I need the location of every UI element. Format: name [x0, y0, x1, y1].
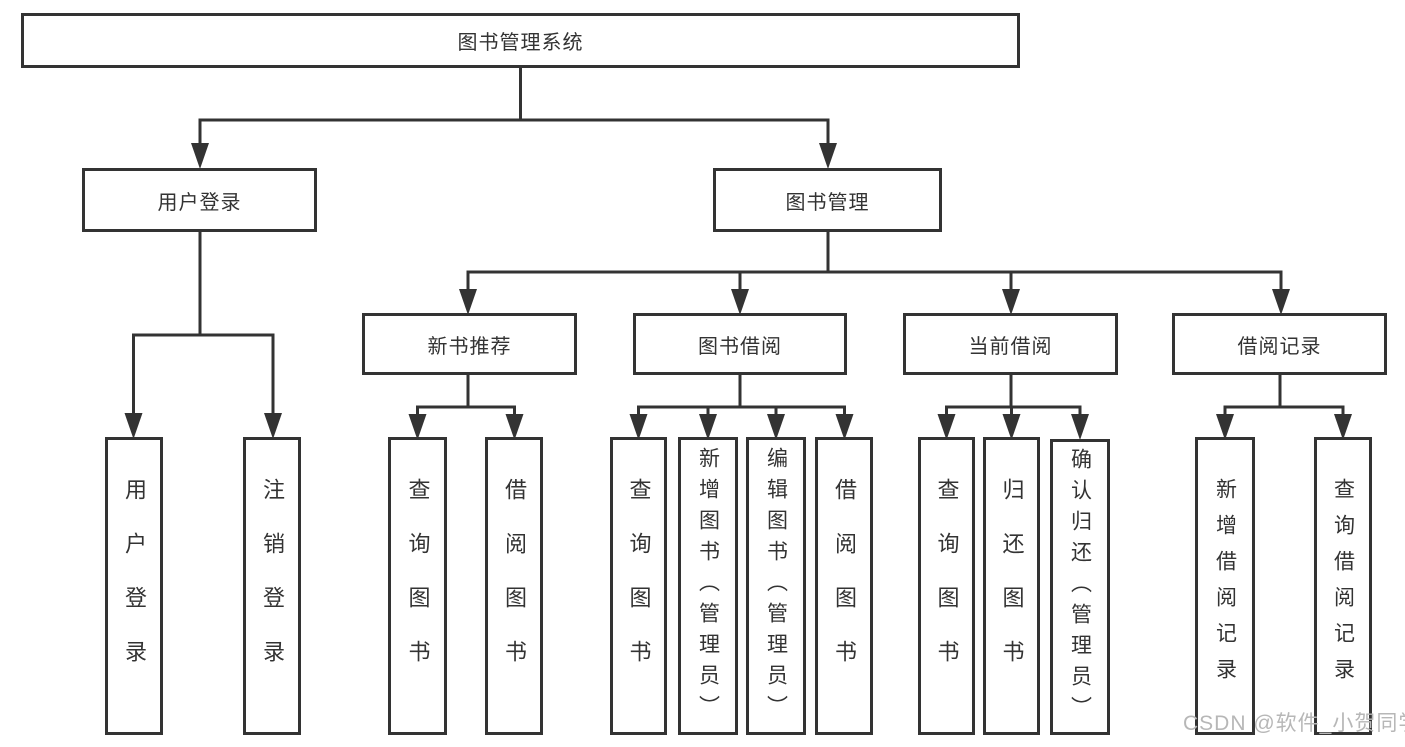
node-current-borrow: 当前借阅	[903, 313, 1118, 375]
leaf-label: 借阅图书	[502, 478, 527, 694]
leaf-label: 查询图书	[934, 478, 960, 694]
leaf-label: 新增借阅记录	[1213, 478, 1237, 694]
leaf-confirm-return-admin: 确认归还（管理员）	[1050, 439, 1110, 735]
leaf-user-login: 用户登录	[105, 437, 163, 735]
leaf-borrow-books-recommend: 借阅图书	[485, 437, 543, 735]
node-borrow-record: 借阅记录	[1172, 313, 1387, 375]
node-label: 图书管理系统	[457, 32, 584, 54]
leaf-label: 确认归还（管理员）	[1068, 447, 1092, 727]
leaf-edit-book-admin: 编辑图书（管理员）	[746, 437, 806, 735]
connector-segments	[132, 62, 1345, 417]
leaf-label: 用户登录	[122, 478, 147, 694]
node-label: 借阅记录	[1237, 335, 1322, 358]
leaf-label: 归还图书	[999, 478, 1025, 694]
leaf-logout-login: 注销登录	[243, 437, 301, 735]
node-library-management-system: 图书管理系统	[21, 13, 1020, 68]
csdn-watermark: CSDN @软件_小贺同学	[1183, 712, 1405, 735]
leaf-query-books-current: 查询图书	[918, 437, 975, 735]
node-user-login: 用户登录	[82, 168, 317, 232]
leaf-return-books: 归还图书	[983, 437, 1040, 735]
leaf-label: 借阅图书	[832, 478, 857, 694]
leaf-label: 查询图书	[405, 478, 431, 694]
node-label: 图书管理	[785, 191, 870, 214]
leaf-query-borrow-record: 查询借阅记录	[1314, 437, 1372, 735]
leaf-label: 编辑图书（管理员）	[764, 446, 788, 726]
node-label: 当前借阅	[968, 335, 1053, 358]
leaf-label: 查询图书	[626, 478, 652, 694]
leaf-borrow-books: 借阅图书	[815, 437, 873, 735]
node-book-borrow: 图书借阅	[633, 313, 847, 375]
node-book-management: 图书管理	[713, 168, 942, 232]
node-label: 用户登录	[157, 191, 242, 214]
leaf-add-book-admin: 新增图书（管理员）	[678, 437, 738, 735]
leaf-label: 查询借阅记录	[1331, 478, 1355, 694]
node-label: 新书推荐	[427, 335, 512, 358]
node-new-book-recommend: 新书推荐	[362, 313, 577, 375]
leaf-query-books-borrow: 查询图书	[610, 437, 667, 735]
leaf-label: 注销登录	[260, 478, 285, 694]
leaf-query-books-recommend: 查询图书	[388, 437, 447, 735]
node-label: 图书借阅	[698, 335, 782, 358]
leaf-label: 新增图书（管理员）	[696, 446, 720, 726]
leaf-add-borrow-record: 新增借阅记录	[1195, 437, 1255, 735]
